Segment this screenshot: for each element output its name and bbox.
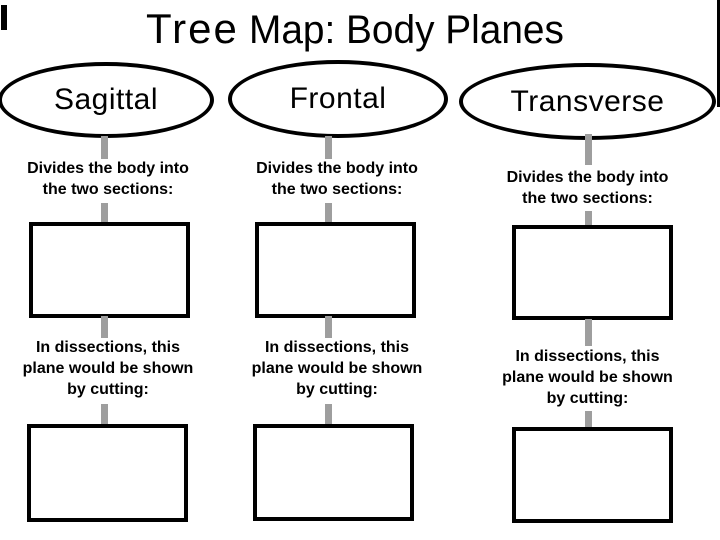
divides-line-1: Divides the body into xyxy=(506,169,669,186)
answer-box-cutting xyxy=(253,424,414,521)
connector-bar xyxy=(325,136,332,159)
connector-bar xyxy=(585,319,592,346)
answer-box-sections xyxy=(29,222,190,318)
answer-box-cutting xyxy=(27,424,188,522)
dissection-label: In dissections, this plane would be show… xyxy=(455,346,720,409)
right-edge-strip xyxy=(717,0,720,107)
divides-label: Divides the body into the two sections: xyxy=(0,158,216,200)
node-label-sagittal: Sagittal xyxy=(53,83,159,116)
left-edge-mark xyxy=(1,5,7,30)
slide-title: Tree Map: Body Planes xyxy=(0,5,720,62)
dissection-line-2: plane would be shown xyxy=(502,369,673,386)
connector-bar xyxy=(585,411,592,430)
dissection-label: In dissections, this plane would be show… xyxy=(225,337,449,400)
dissection-line-1: In dissections, this xyxy=(35,339,181,356)
connector-bar xyxy=(585,211,592,228)
connector-bar xyxy=(101,136,108,159)
divides-line-2: the two sections: xyxy=(271,181,403,198)
connector-bar xyxy=(325,316,332,338)
node-ellipse-frontal: Frontal xyxy=(228,60,448,138)
answer-box-sections xyxy=(255,222,416,318)
answer-box-cutting xyxy=(512,427,673,523)
dissection-line-3: by cutting: xyxy=(546,390,629,407)
connector-bar xyxy=(585,134,592,165)
node-label-transverse: Transverse xyxy=(510,84,665,118)
divides-label: Divides the body into the two sections: xyxy=(455,167,720,209)
answer-box-sections xyxy=(512,225,673,320)
dissection-line-1: In dissections, this xyxy=(515,348,660,365)
divides-label: Divides the body into the two sections: xyxy=(225,158,449,200)
dissection-label: In dissections, this plane would be show… xyxy=(0,337,216,400)
dissection-line-3: by cutting: xyxy=(296,381,378,398)
node-label-frontal: Frontal xyxy=(289,82,387,115)
column-transverse: Transverse Divides the body into the two… xyxy=(455,0,720,540)
dissection-line-3: by cutting: xyxy=(67,381,149,398)
connector-bar xyxy=(325,203,332,224)
connector-bar xyxy=(101,404,108,426)
dissection-line-2: plane would be shown xyxy=(22,360,194,377)
title-rest: Map: Body Planes xyxy=(249,8,565,52)
dissection-line-2: plane would be shown xyxy=(251,360,423,377)
column-sagittal: Sagittal Divides the body into the two s… xyxy=(0,0,216,540)
title-word-tree: Tree xyxy=(146,5,239,52)
connector-bar xyxy=(325,404,332,426)
divides-line-1: Divides the body into xyxy=(27,160,189,177)
connector-bar xyxy=(101,316,108,338)
divides-line-2: the two sections: xyxy=(522,190,653,207)
divides-line-2: the two sections: xyxy=(42,181,174,198)
column-frontal: Frontal Divides the body into the two se… xyxy=(225,0,449,540)
dissection-line-1: In dissections, this xyxy=(264,339,410,356)
node-ellipse-transverse: Transverse xyxy=(459,63,716,140)
connector-bar xyxy=(101,203,108,224)
divides-line-1: Divides the body into xyxy=(256,160,418,177)
node-ellipse-sagittal: Sagittal xyxy=(0,62,214,138)
